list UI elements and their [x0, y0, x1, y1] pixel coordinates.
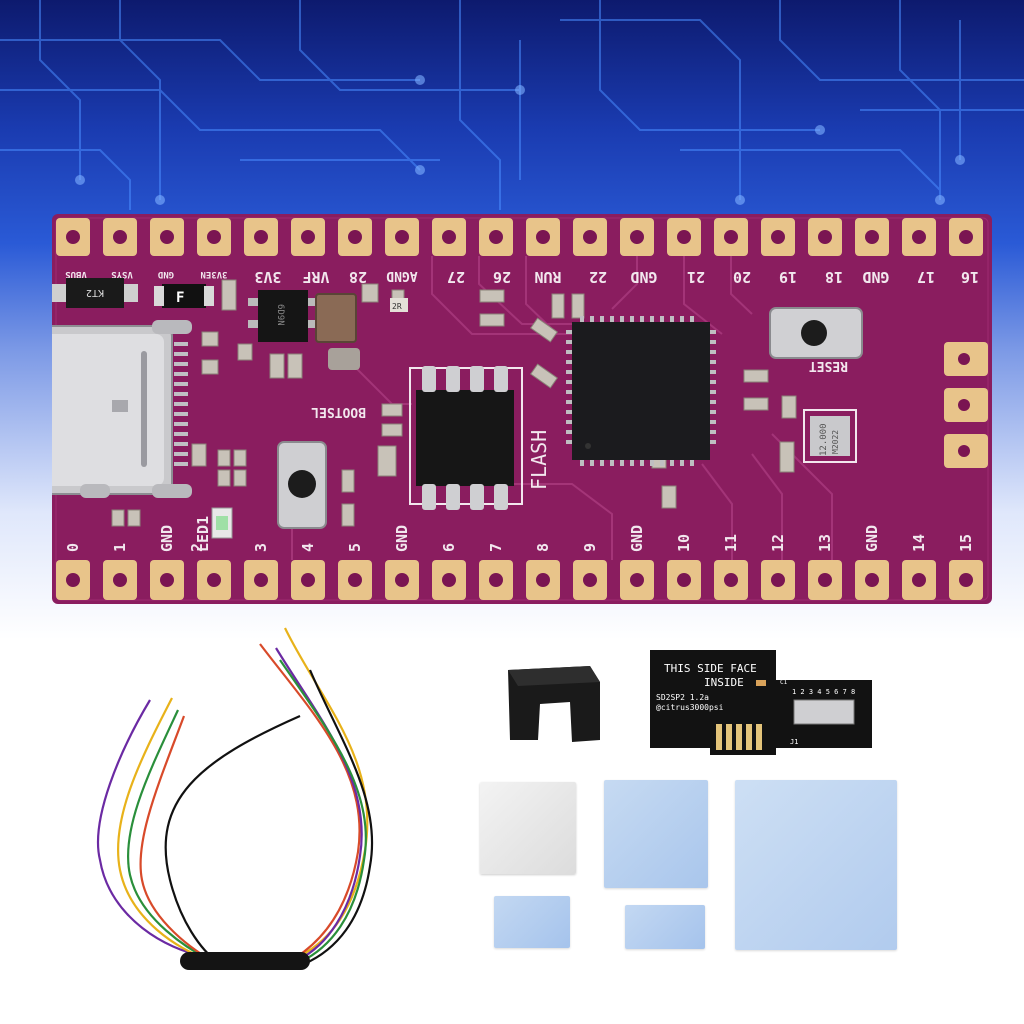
fuse: F	[154, 284, 214, 308]
label-run: RUN	[534, 268, 561, 286]
diode-label: KT2	[86, 287, 104, 298]
adapter-line1: THIS SIDE FACE	[664, 662, 757, 675]
label-gnd-bottom-3: GND	[628, 525, 646, 552]
thermal-pad-white	[480, 782, 576, 874]
label-17: 17	[917, 268, 935, 286]
label-1: 1	[111, 543, 129, 552]
label-4: 4	[299, 543, 317, 552]
adapter-contacts	[716, 724, 762, 750]
led: LED1	[194, 507, 233, 552]
label-3: 3	[252, 543, 270, 552]
heat-shrink-tube	[180, 952, 310, 970]
label-5: 5	[346, 543, 364, 552]
adapter-credit: @citrus3000psi	[656, 703, 724, 712]
label-agnd: AGND	[386, 268, 417, 283]
flash-label: FLASH	[527, 430, 551, 490]
background-traces	[0, 0, 1024, 210]
crystal-sublabel: M2022	[831, 430, 840, 454]
label-2: 2	[188, 543, 206, 552]
adapter-line2: INSIDE	[704, 676, 744, 689]
crystal-label: 12.000	[819, 423, 829, 456]
voltage-regulator: 6D9N	[248, 290, 318, 342]
capacitor	[328, 348, 360, 370]
label-28: 28	[349, 268, 367, 286]
label-21: 21	[687, 268, 705, 286]
label-12: 12	[769, 534, 787, 552]
small-resistor: 2R	[390, 298, 408, 312]
label-13: 13	[816, 534, 834, 552]
reset-button[interactable]	[769, 307, 863, 359]
regulator-label: 6D9N	[275, 304, 285, 326]
label-26: 26	[493, 268, 511, 286]
reset-label: RESET	[809, 358, 848, 373]
label-3v3en: 3V3EN	[200, 269, 227, 279]
pcb-board: VBUS VSYS GND 3V3EN 3V3 VRF 28 AGND 27 2…	[52, 214, 992, 604]
label-gnd-bottom: GND	[158, 525, 176, 552]
label-11: 11	[722, 534, 740, 552]
label-vbus: VBUS	[65, 269, 87, 279]
label-19: 19	[779, 268, 797, 286]
passive-components	[111, 279, 849, 527]
bootsel-label: BOOTSEL	[311, 404, 366, 419]
adapter-c1: C1	[780, 679, 788, 686]
label-10: 10	[675, 534, 693, 552]
bottom-pin-pads	[56, 560, 983, 600]
fuse-label: F	[176, 290, 184, 306]
label-gnd-bottom-4: GND	[863, 525, 881, 552]
thermal-pad-blue-medium	[604, 780, 708, 888]
bottom-pin-labels: 0 1 GND 2 3 4 5 GND 6 7 8 9 GND 10 11 12…	[64, 525, 975, 552]
plastic-clip	[508, 666, 600, 742]
flash-chip: FLASH	[409, 366, 551, 510]
resistor-label: 2R	[392, 302, 402, 311]
thermal-pad-blue-small	[494, 896, 570, 948]
label-3v3: 3V3	[254, 268, 281, 286]
adapter-model: SD2SP2 1.2a	[656, 693, 709, 702]
label-20: 20	[733, 268, 751, 286]
sd2sp2-adapter-card: THIS SIDE FACE INSIDE SD2SP2 1.2a @citru…	[650, 650, 872, 755]
crystal-oscillator: 12.000 M2022	[803, 409, 857, 463]
label-16: 16	[961, 268, 979, 286]
led-label: LED1	[194, 516, 212, 552]
adapter-j1: J1	[790, 738, 798, 746]
label-15: 15	[957, 534, 975, 552]
label-22: 22	[589, 268, 607, 286]
bootsel-button[interactable]	[277, 441, 327, 529]
thermal-pad-blue-large	[735, 780, 897, 950]
usb-c-port	[52, 320, 192, 498]
adapter-pins: 1 2 3 4 5 6 7 8	[792, 688, 855, 696]
label-27: 27	[447, 268, 465, 286]
mcu-chip	[566, 316, 716, 466]
label-6: 6	[440, 543, 458, 552]
label-14: 14	[910, 534, 928, 552]
label-7: 7	[487, 543, 505, 552]
label-gnd-bottom-2: GND	[393, 525, 411, 552]
top-pin-labels: VBUS VSYS GND 3V3EN 3V3 VRF 28 AGND 27 2…	[65, 268, 979, 286]
top-pin-pads	[56, 218, 983, 256]
label-vsys: VSYS	[111, 269, 133, 279]
inductor	[315, 293, 357, 343]
label-8: 8	[534, 543, 552, 552]
diode: KT2	[52, 278, 138, 308]
label-18: 18	[825, 268, 843, 286]
thermal-pad-blue-small-2	[625, 905, 705, 949]
label-gnd-top-2: GND	[630, 268, 657, 286]
label-vrf: VRF	[302, 268, 329, 286]
label-9: 9	[581, 543, 599, 552]
label-0: 0	[64, 543, 82, 552]
wire-harness	[96, 627, 374, 970]
label-gnd-top: GND	[157, 269, 174, 279]
label-gnd-top-3: GND	[862, 268, 889, 286]
